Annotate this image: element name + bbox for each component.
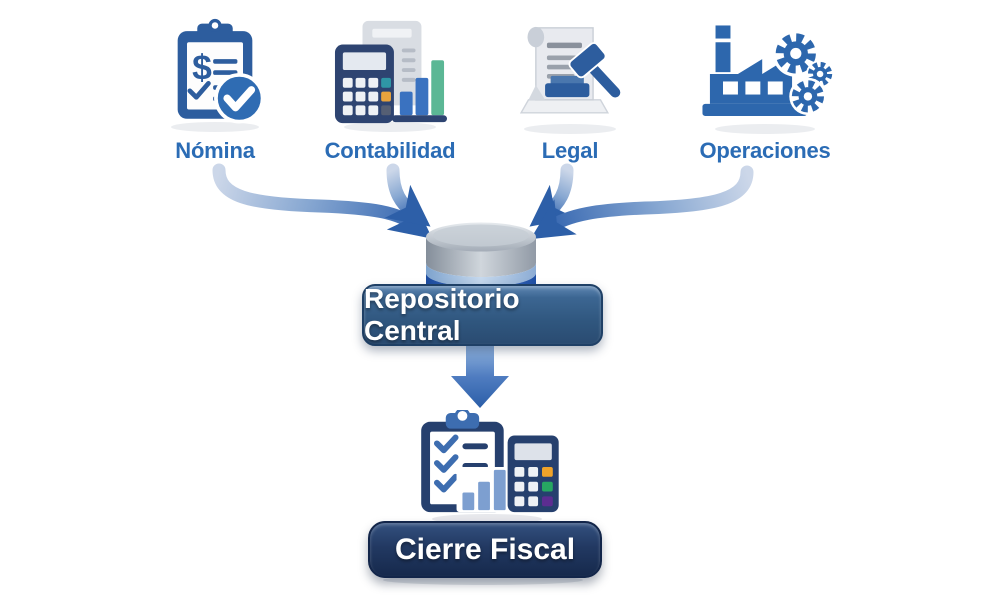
repositorio-central-label: Repositorio Central	[364, 283, 520, 346]
operations-factory-icon	[702, 25, 835, 116]
gear-icon	[772, 30, 820, 77]
legal-gavel-icon	[519, 26, 621, 114]
source-label-legal: Legal	[541, 138, 599, 163]
arrow-repo-to-cierre	[451, 346, 509, 408]
gear-icon	[789, 77, 827, 116]
svg-text:$: $	[192, 48, 212, 88]
arrow-operaciones-to-repo	[530, 165, 754, 240]
accounting-calculator-icon	[334, 20, 447, 124]
arrow-nomina-to-repo	[212, 163, 433, 239]
source-nomina: $ Nómina	[125, 10, 305, 164]
cierre-fiscal-node: Cierre Fiscal	[368, 521, 602, 578]
fiscal-close-clipboard-calculator-icon	[421, 410, 559, 513]
payroll-clipboard-icon: $	[177, 18, 265, 124]
arrow-contabilidad-to-repo	[384, 163, 431, 227]
repositorio-central-node: Repositorio Central	[362, 283, 603, 346]
arrow-legal-to-repo	[529, 163, 576, 227]
source-label-contabilidad: Contabilidad	[324, 138, 456, 163]
source-operaciones: Operaciones	[675, 10, 855, 164]
source-label-nomina: Nómina	[175, 138, 255, 163]
source-legal: Legal	[480, 10, 660, 164]
cierre-fiscal-label: Cierre Fiscal	[394, 532, 576, 566]
source-contabilidad: Contabilidad	[300, 10, 480, 164]
source-label-operaciones: Operaciones	[699, 138, 831, 163]
